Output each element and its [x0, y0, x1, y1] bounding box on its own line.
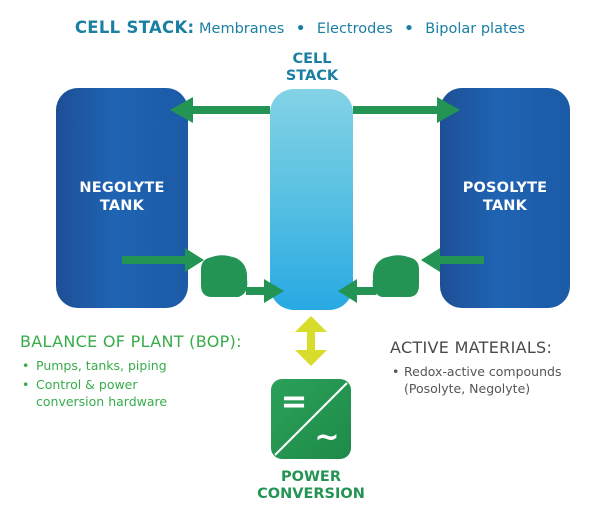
cell-stack-title: CELL STACK — [262, 51, 362, 85]
cell-stack — [270, 89, 353, 310]
diagram-header: CELL STACK: Membranes • Electrodes • Bip… — [0, 18, 600, 37]
posolyte-tank — [440, 88, 570, 308]
bullet-dot: • — [22, 358, 30, 373]
diagonal-divider — [274, 382, 348, 456]
cell-stack-title-line1: CELL — [292, 51, 332, 67]
header-title: CELL STACK: — [74, 18, 195, 37]
flow-arrow-stack-to-negolyte — [170, 97, 270, 123]
bop-title: BALANCE OF PLANT (BOP): — [20, 332, 242, 351]
bullet-dot: • — [392, 364, 400, 379]
power-conversion-icon: = ~ — [274, 382, 348, 456]
active-materials-item-line2: (Posolyte, Negolyte) — [404, 381, 531, 396]
ac-symbol-icon: ~ — [314, 420, 339, 455]
dc-symbol-icon: = — [281, 382, 308, 420]
header-item-membranes: Membranes — [199, 21, 285, 37]
header-item-electrodes: Electrodes — [316, 21, 393, 37]
active-materials-list-item: • Redox-active compounds (Posolyte, Nego… — [392, 363, 561, 397]
flow-arrow-pump-to-stack-right — [338, 279, 376, 303]
bop-item-text-line2: conversion hardware — [36, 394, 168, 409]
power-conversion-label: POWER CONVERSION — [240, 469, 382, 503]
power-conversion-label-line1: POWER — [280, 469, 342, 485]
power-conversion-box: = ~ — [271, 379, 351, 459]
flow-arrow-posolyte-to-pump — [421, 248, 484, 272]
posolyte-tank-label-line2: TANK — [482, 198, 528, 214]
power-conversion-label-line2: CONVERSION — [257, 486, 365, 502]
bop-list-item: • Pumps, tanks, piping — [22, 357, 167, 374]
pump-right — [372, 255, 419, 297]
flow-arrow-pump-to-stack-left — [246, 279, 284, 303]
bop-list-item: • Control & power conversion hardware — [22, 376, 167, 410]
bop-item-text-line1: Control & power — [36, 377, 138, 392]
bullet-dot: • — [404, 21, 414, 37]
negolyte-tank-label-line2: TANK — [99, 198, 145, 214]
pump-left — [201, 255, 248, 297]
header-item-bipolar-plates: Bipolar plates — [425, 21, 526, 37]
posolyte-tank-label: POSOLYTE TANK — [440, 179, 570, 215]
bop-item-text: Pumps, tanks, piping — [36, 358, 167, 373]
posolyte-tank-label-line1: POSOLYTE — [462, 180, 548, 196]
active-materials-item-line1: Redox-active compounds — [404, 364, 562, 379]
bullet-dot: • — [22, 377, 30, 392]
negolyte-tank-label: NEGOLYTE TANK — [56, 179, 188, 215]
power-link-double-arrow — [295, 316, 327, 366]
active-materials-title: ACTIVE MATERIALS: — [390, 338, 553, 357]
flow-arrow-negolyte-to-pump — [122, 248, 204, 272]
bullet-dot: • — [295, 21, 306, 37]
negolyte-tank — [56, 88, 188, 308]
cell-stack-title-line2: STACK — [285, 68, 339, 84]
flow-arrow-stack-to-posolyte — [353, 97, 460, 123]
negolyte-tank-label-line1: NEGOLYTE — [79, 180, 165, 196]
